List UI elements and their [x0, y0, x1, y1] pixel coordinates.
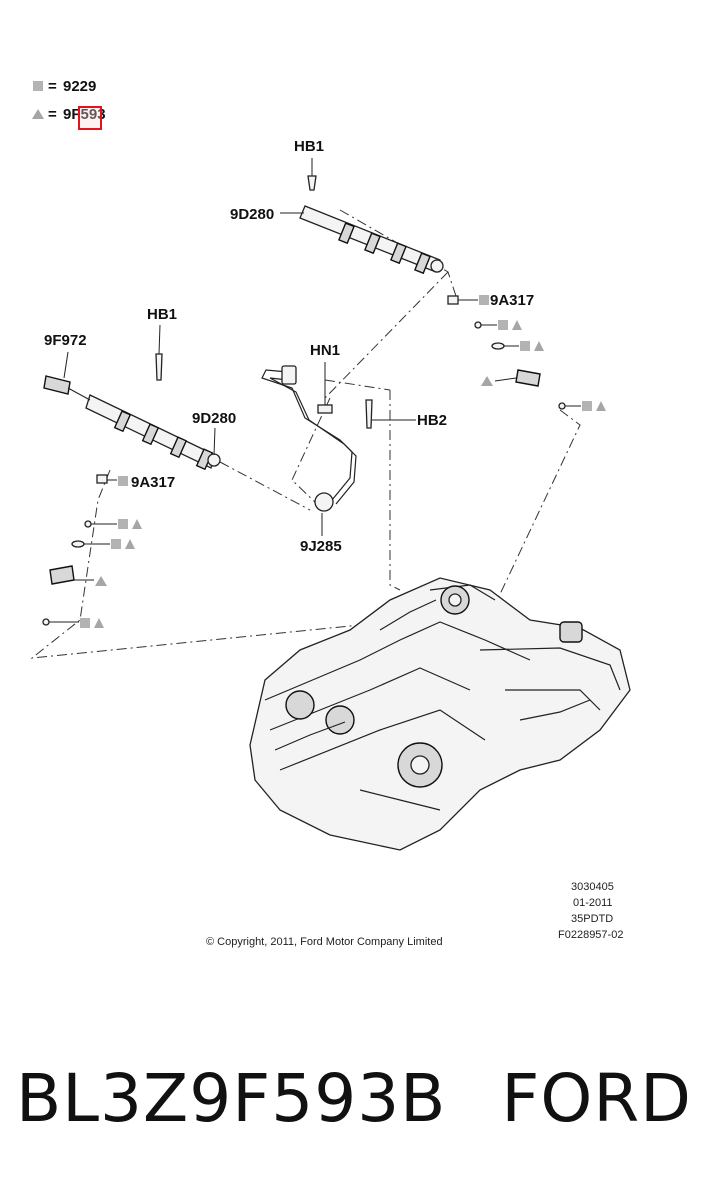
- drawing-code-2: 35PDTD: [571, 913, 613, 925]
- injector-stack-right: [447, 295, 606, 411]
- legend: = 9229 = 9F593: [32, 78, 106, 130]
- callout-9f972: 9F972: [44, 332, 87, 349]
- drawing-date: 01-2011: [573, 897, 613, 909]
- fuel-rail-right: [280, 158, 444, 275]
- legend-triangle-marker: [32, 109, 44, 119]
- legend-separator-2: =: [48, 106, 57, 123]
- callout-hb2: HB2: [417, 412, 447, 429]
- engine-block: [249, 577, 631, 851]
- copyright-notice: © Copyright, 2011, Ford Motor Company Li…: [206, 936, 443, 948]
- legend-square-part: 9229: [63, 78, 96, 95]
- legend-separator-1: =: [48, 78, 57, 95]
- callout-labels: HB1 9D280 9A317 HB1 9F972 HN1 9D280 HB2 …: [44, 138, 534, 555]
- fuel-rail-exploded-diagram: = 9229 = 9F593: [30, 78, 631, 948]
- callout-hb1-top: HB1: [294, 138, 324, 155]
- drawing-info: 3030405 01-2011 35PDTD F0228957-02 © Cop…: [206, 881, 623, 948]
- part-caption: BL3Z9F593B FORD: [0, 1050, 708, 1160]
- callout-hb1-left: HB1: [147, 306, 177, 323]
- callout-9a317-left: 9A317: [131, 474, 175, 491]
- drawing-code-1: 3030405: [571, 881, 614, 893]
- callout-9j285: 9J285: [300, 538, 342, 555]
- drawing-figure-number: F0228957-02: [558, 929, 623, 941]
- brand-name: FORD: [501, 1060, 692, 1137]
- legend-triangle-part: 9F593: [63, 106, 106, 123]
- highlight-box: [78, 106, 102, 130]
- part-number: BL3Z9F593B: [16, 1060, 447, 1137]
- callout-9a317-right: 9A317: [490, 292, 534, 309]
- callout-hn1: HN1: [310, 342, 340, 359]
- legend-square-marker: [33, 81, 43, 91]
- callout-9d280-left: 9D280: [192, 410, 236, 427]
- crossover-fuel-tube: [261, 362, 416, 536]
- fuel-rail-left: [43, 324, 221, 471]
- callout-9d280-top: 9D280: [230, 206, 274, 223]
- injector-stack-left: [42, 474, 142, 628]
